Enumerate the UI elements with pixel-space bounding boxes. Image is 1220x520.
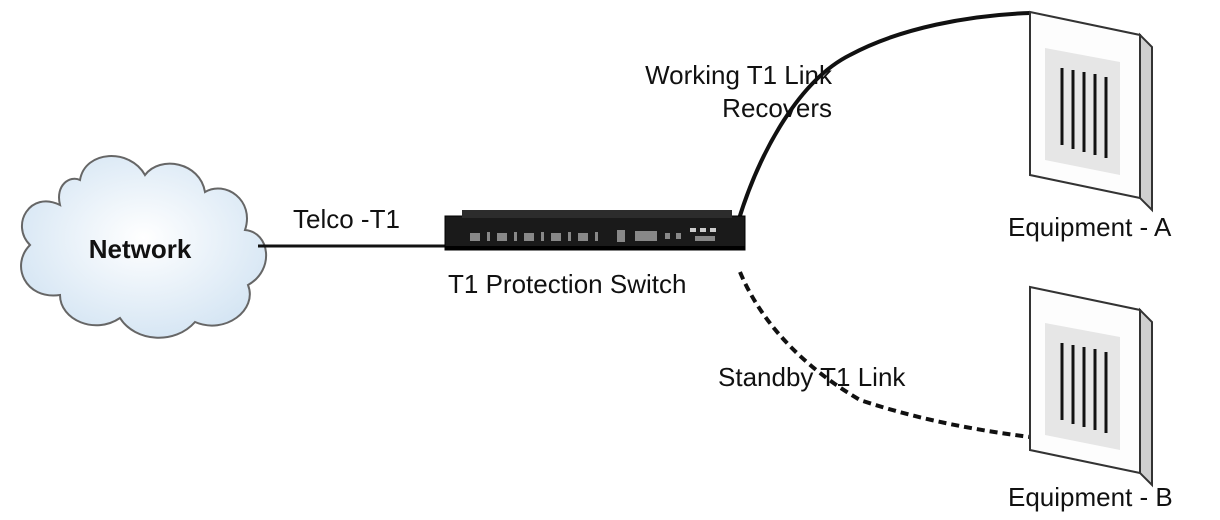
working-link-label-line2: Recovers: [722, 93, 832, 123]
equipment-b-side: [1139, 307, 1153, 488]
working-link-label-line1: Working T1 Link: [645, 60, 833, 90]
network-cloud: Network: [20, 155, 267, 339]
equipment-b-vents: [1060, 343, 1108, 433]
equipment-a-label: Equipment - A: [1008, 212, 1172, 242]
t1-protection-switch: T1 Protection Switch: [444, 210, 746, 299]
standby-link-label: Standby T1 Link: [718, 362, 906, 392]
switch-front-panel: [470, 228, 716, 242]
network-label: Network: [89, 234, 192, 264]
standby-t1-link: [738, 271, 1031, 439]
cloud-shape: [20, 155, 267, 339]
equipment-b-label: Equipment - B: [1008, 482, 1173, 512]
equipment-a-vents: [1060, 68, 1108, 158]
switch-label: T1 Protection Switch: [448, 269, 686, 299]
equipment-b: Equipment - B: [1008, 285, 1173, 512]
equipment-a: Equipment - A: [1008, 10, 1172, 242]
equipment-a-side: [1139, 32, 1153, 213]
switch-top: [462, 210, 732, 218]
working-t1-link: [736, 11, 1031, 223]
telco-t1-label: Telco -T1: [293, 204, 400, 234]
